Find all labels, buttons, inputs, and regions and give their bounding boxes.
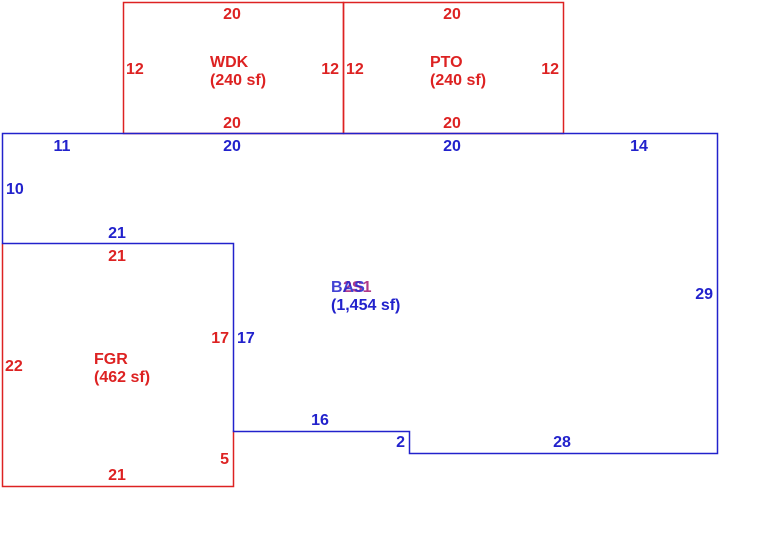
bas-dim-top-mid2: 20: [443, 138, 461, 155]
pto-name: PTO: [430, 54, 463, 71]
bas-dim-notch-side: 2: [396, 434, 405, 451]
bas-dim-bottom: 28: [553, 434, 571, 451]
wdk-dim-top: 20: [223, 6, 241, 23]
pto-area: (240 sf): [430, 72, 486, 89]
bas-area: (1,454 sf): [331, 297, 400, 314]
bas-dim-top-right: 14: [630, 138, 648, 155]
bas-name: BAS: [331, 279, 365, 296]
bas-dim-notch-top: 16: [311, 412, 329, 429]
fgr-dim-bottom: 21: [108, 467, 126, 484]
fgr-outline: [1, 243, 235, 488]
bas-dim-right: 29: [695, 286, 713, 303]
wdk-name: WDK: [210, 54, 249, 71]
pto-dim-bottom: 20: [443, 115, 461, 132]
wdk-area: (240 sf): [210, 72, 266, 89]
pto-dim-top: 20: [443, 6, 461, 23]
bas-dim-inner-side: 17: [237, 330, 255, 347]
fgr-area: (462 sf): [94, 369, 150, 386]
pto-dim-left: 12: [346, 61, 364, 78]
fgr-dim-left: 22: [5, 358, 23, 375]
fgr-name: FGR: [94, 351, 128, 368]
fgr-dim-right-lower: 5: [220, 451, 229, 468]
wdk-dim-left: 12: [126, 61, 144, 78]
bas-dim-left: 10: [6, 181, 24, 198]
fgr-dim-right: 17: [211, 330, 229, 347]
bas-dim-step: 21: [108, 225, 126, 242]
overlap-name: 2S1: [343, 279, 372, 296]
fgr-dim-top: 21: [108, 248, 126, 265]
bas-dim-top-left: 11: [54, 138, 71, 155]
wdk-dim-bottom: 20: [223, 115, 241, 132]
pto-dim-right: 12: [541, 61, 559, 78]
bas-dim-top-mid1: 20: [223, 138, 241, 155]
bas-outline: [1, 132, 719, 455]
wdk-dim-right: 12: [321, 61, 339, 78]
